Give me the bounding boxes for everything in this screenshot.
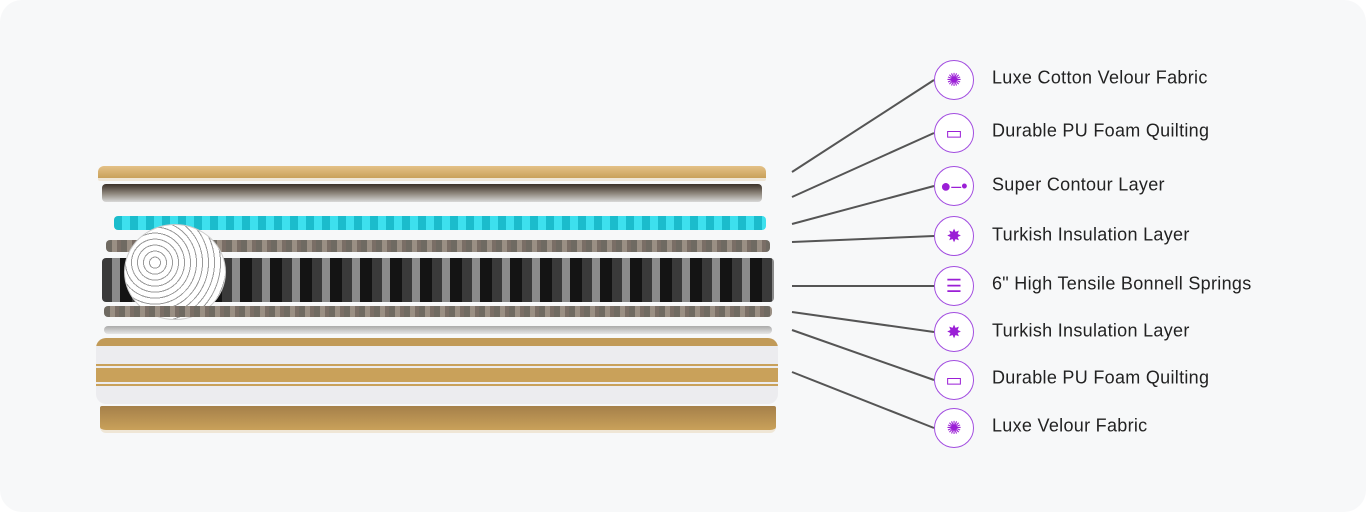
top-foam-quilting-layer (102, 184, 762, 202)
layer-label: 6" High Tensile Bonnell Springs (992, 273, 1252, 294)
insulation-icon: ✸ (934, 216, 974, 256)
leader-line (791, 311, 935, 333)
layer-label: Super Contour Layer (992, 174, 1165, 195)
leader-line (791, 235, 935, 243)
top-fabric-layer (98, 166, 766, 181)
mattress-border-panel (96, 338, 778, 404)
bottom-foam-quilting-layer (104, 326, 772, 334)
layer-label: Turkish Insulation Layer (992, 320, 1190, 341)
bottom-fabric-layer (100, 406, 776, 433)
leader-line (791, 329, 935, 381)
leader-line (791, 185, 935, 225)
contour-layer (114, 216, 766, 230)
foam-block-icon: ▭ (934, 360, 974, 400)
layer-label: Luxe Velour Fabric (992, 415, 1148, 436)
insulation-icon: ✸ (934, 312, 974, 352)
spring-closeup-circle (124, 224, 226, 320)
layer-label: Turkish Insulation Layer (992, 224, 1190, 245)
fabric-flower-icon: ✺ (934, 60, 974, 100)
leader-line (791, 132, 935, 198)
leader-line (791, 79, 935, 173)
foam-block-icon: ▭ (934, 113, 974, 153)
layer-label: Durable PU Foam Quilting (992, 367, 1210, 388)
layer-label: Luxe Cotton Velour Fabric (992, 67, 1208, 88)
layer-label: Durable PU Foam Quilting (992, 120, 1210, 141)
fabric-flower-icon: ✺ (934, 408, 974, 448)
bottom-insulation-layer (104, 306, 772, 317)
contour-dots-icon: ●–• (934, 166, 974, 206)
leader-line (791, 371, 935, 429)
top-insulation-layer (106, 240, 770, 252)
springs-icon: ☰ (934, 266, 974, 306)
